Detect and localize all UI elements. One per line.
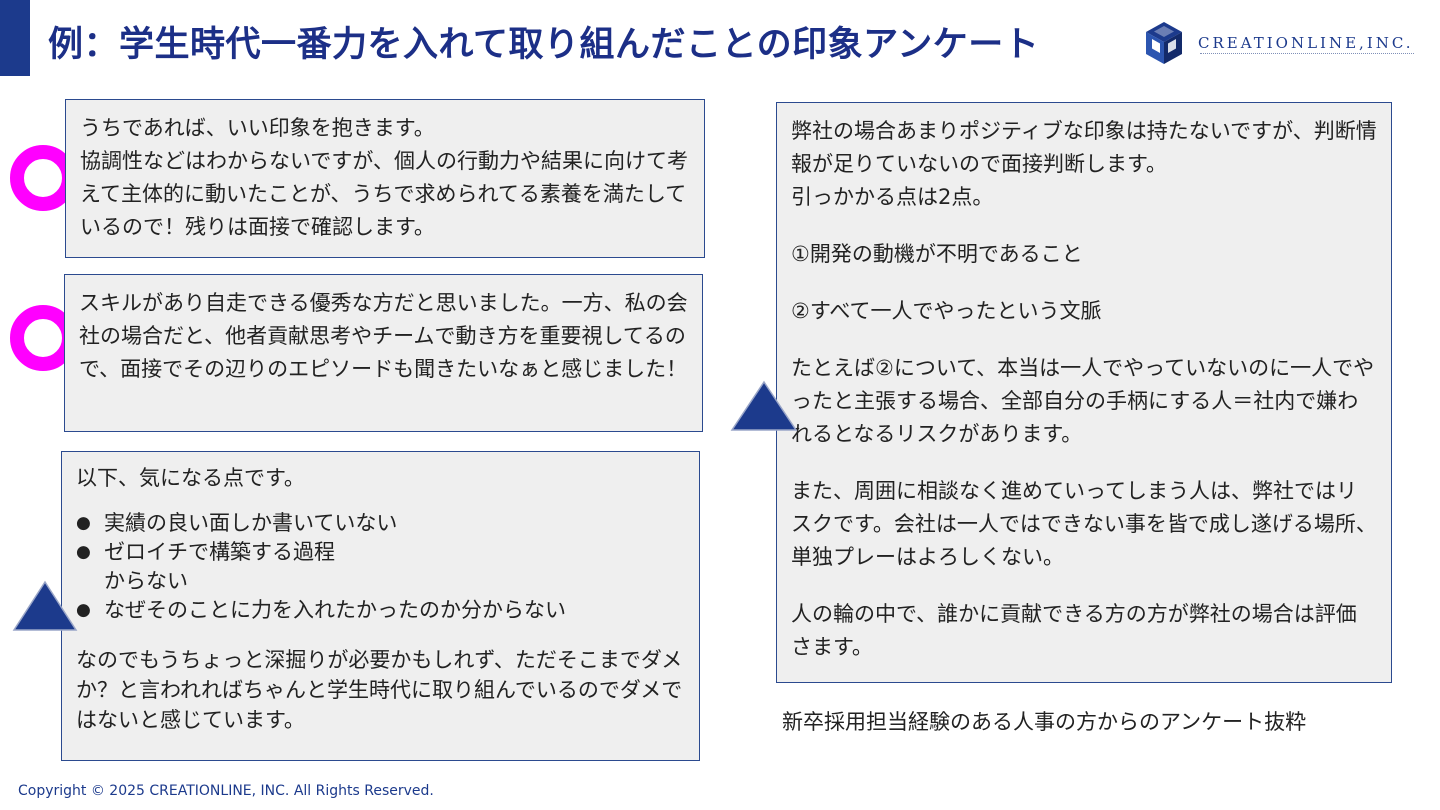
list-item: なぜそのことに力を入れたかったのか分からない (76, 596, 685, 625)
copyright-notice: Copyright © 2025 CREATIONLINE, INC. All … (18, 783, 434, 799)
concern-list: 実績の良い面しか書いていない ゼロイチで構築する過程 (76, 509, 685, 567)
list-item: 実績の良い面しか書いていない (76, 509, 685, 538)
response-4-paragraph: ①開発の動機が不明であること (791, 242, 1083, 266)
list-item-continuation: からない (104, 569, 188, 593)
source-caption: 新卒採用担当経験のある人事の方からのアンケート抜粋 (782, 710, 1307, 734)
response-1-text: うちであれば、いい印象を抱きます。 協調性などはわからないですが、個人の行動力や… (80, 116, 688, 239)
response-4-paragraph: 弊社の場合あまりポジティブな印象は持たないですが、判断情報が足りていないので面接… (791, 119, 1377, 209)
response-2-text: スキルがあり自走できる優秀な方だと思いました。一方、私の会社の場合だと、他者貢献… (79, 291, 688, 381)
company-logo: CREATIONLINE,INC. (1144, 20, 1420, 66)
logo-tagline-line (1200, 53, 1414, 55)
response-4-paragraph: また、周囲に相談なく進めていってしまう人は、弊社ではリスクです。会社は一人ではで… (791, 479, 1377, 569)
response-4-paragraph: ②すべて一人でやったという文脈 (791, 299, 1102, 323)
response-4-paragraph: たとえば②について、本当は一人でやっていないのに一人でやったと主張する場合、全部… (791, 356, 1375, 446)
page-title: 例：学生時代一番力を入れて取り組んだことの印象アンケート (48, 25, 1040, 65)
response-3-closing: なのでもうちょっと深掘りが必要かもしれず、ただそこまでダメか？と言われればちゃん… (76, 648, 683, 732)
response-3-intro: 以下、気になる点です。 (76, 466, 305, 490)
title-accent-bar (0, 0, 30, 76)
cube-logo-icon (1146, 22, 1182, 64)
neutral-rating-triangle-icon (12, 580, 78, 631)
response-box-1: うちであれば、いい印象を抱きます。 協調性などはわからないですが、個人の行動力や… (65, 99, 705, 258)
response-box-4: 弊社の場合あまりポジティブな印象は持たないですが、判断情報が足りていないので面接… (776, 102, 1392, 683)
response-box-2: スキルがあり自走できる優秀な方だと思いました。一方、私の会社の場合だと、他者貢献… (64, 274, 703, 432)
response-box-3: 以下、気になる点です。 実績の良い面しか書いていない ゼロイチで構築する過程 か… (61, 451, 700, 761)
concern-list-rest: なぜそのことに力を入れたかったのか分からない (76, 596, 685, 625)
list-item: ゼロイチで構築する過程 (76, 538, 685, 567)
response-4-paragraph: 人の輪の中で、誰かに貢献できる方の方が弊社の場合は評価さます。 (791, 602, 1357, 659)
logo-wordmark: CREATIONLINE,INC. (1198, 34, 1414, 52)
neutral-rating-triangle-icon (730, 380, 798, 431)
